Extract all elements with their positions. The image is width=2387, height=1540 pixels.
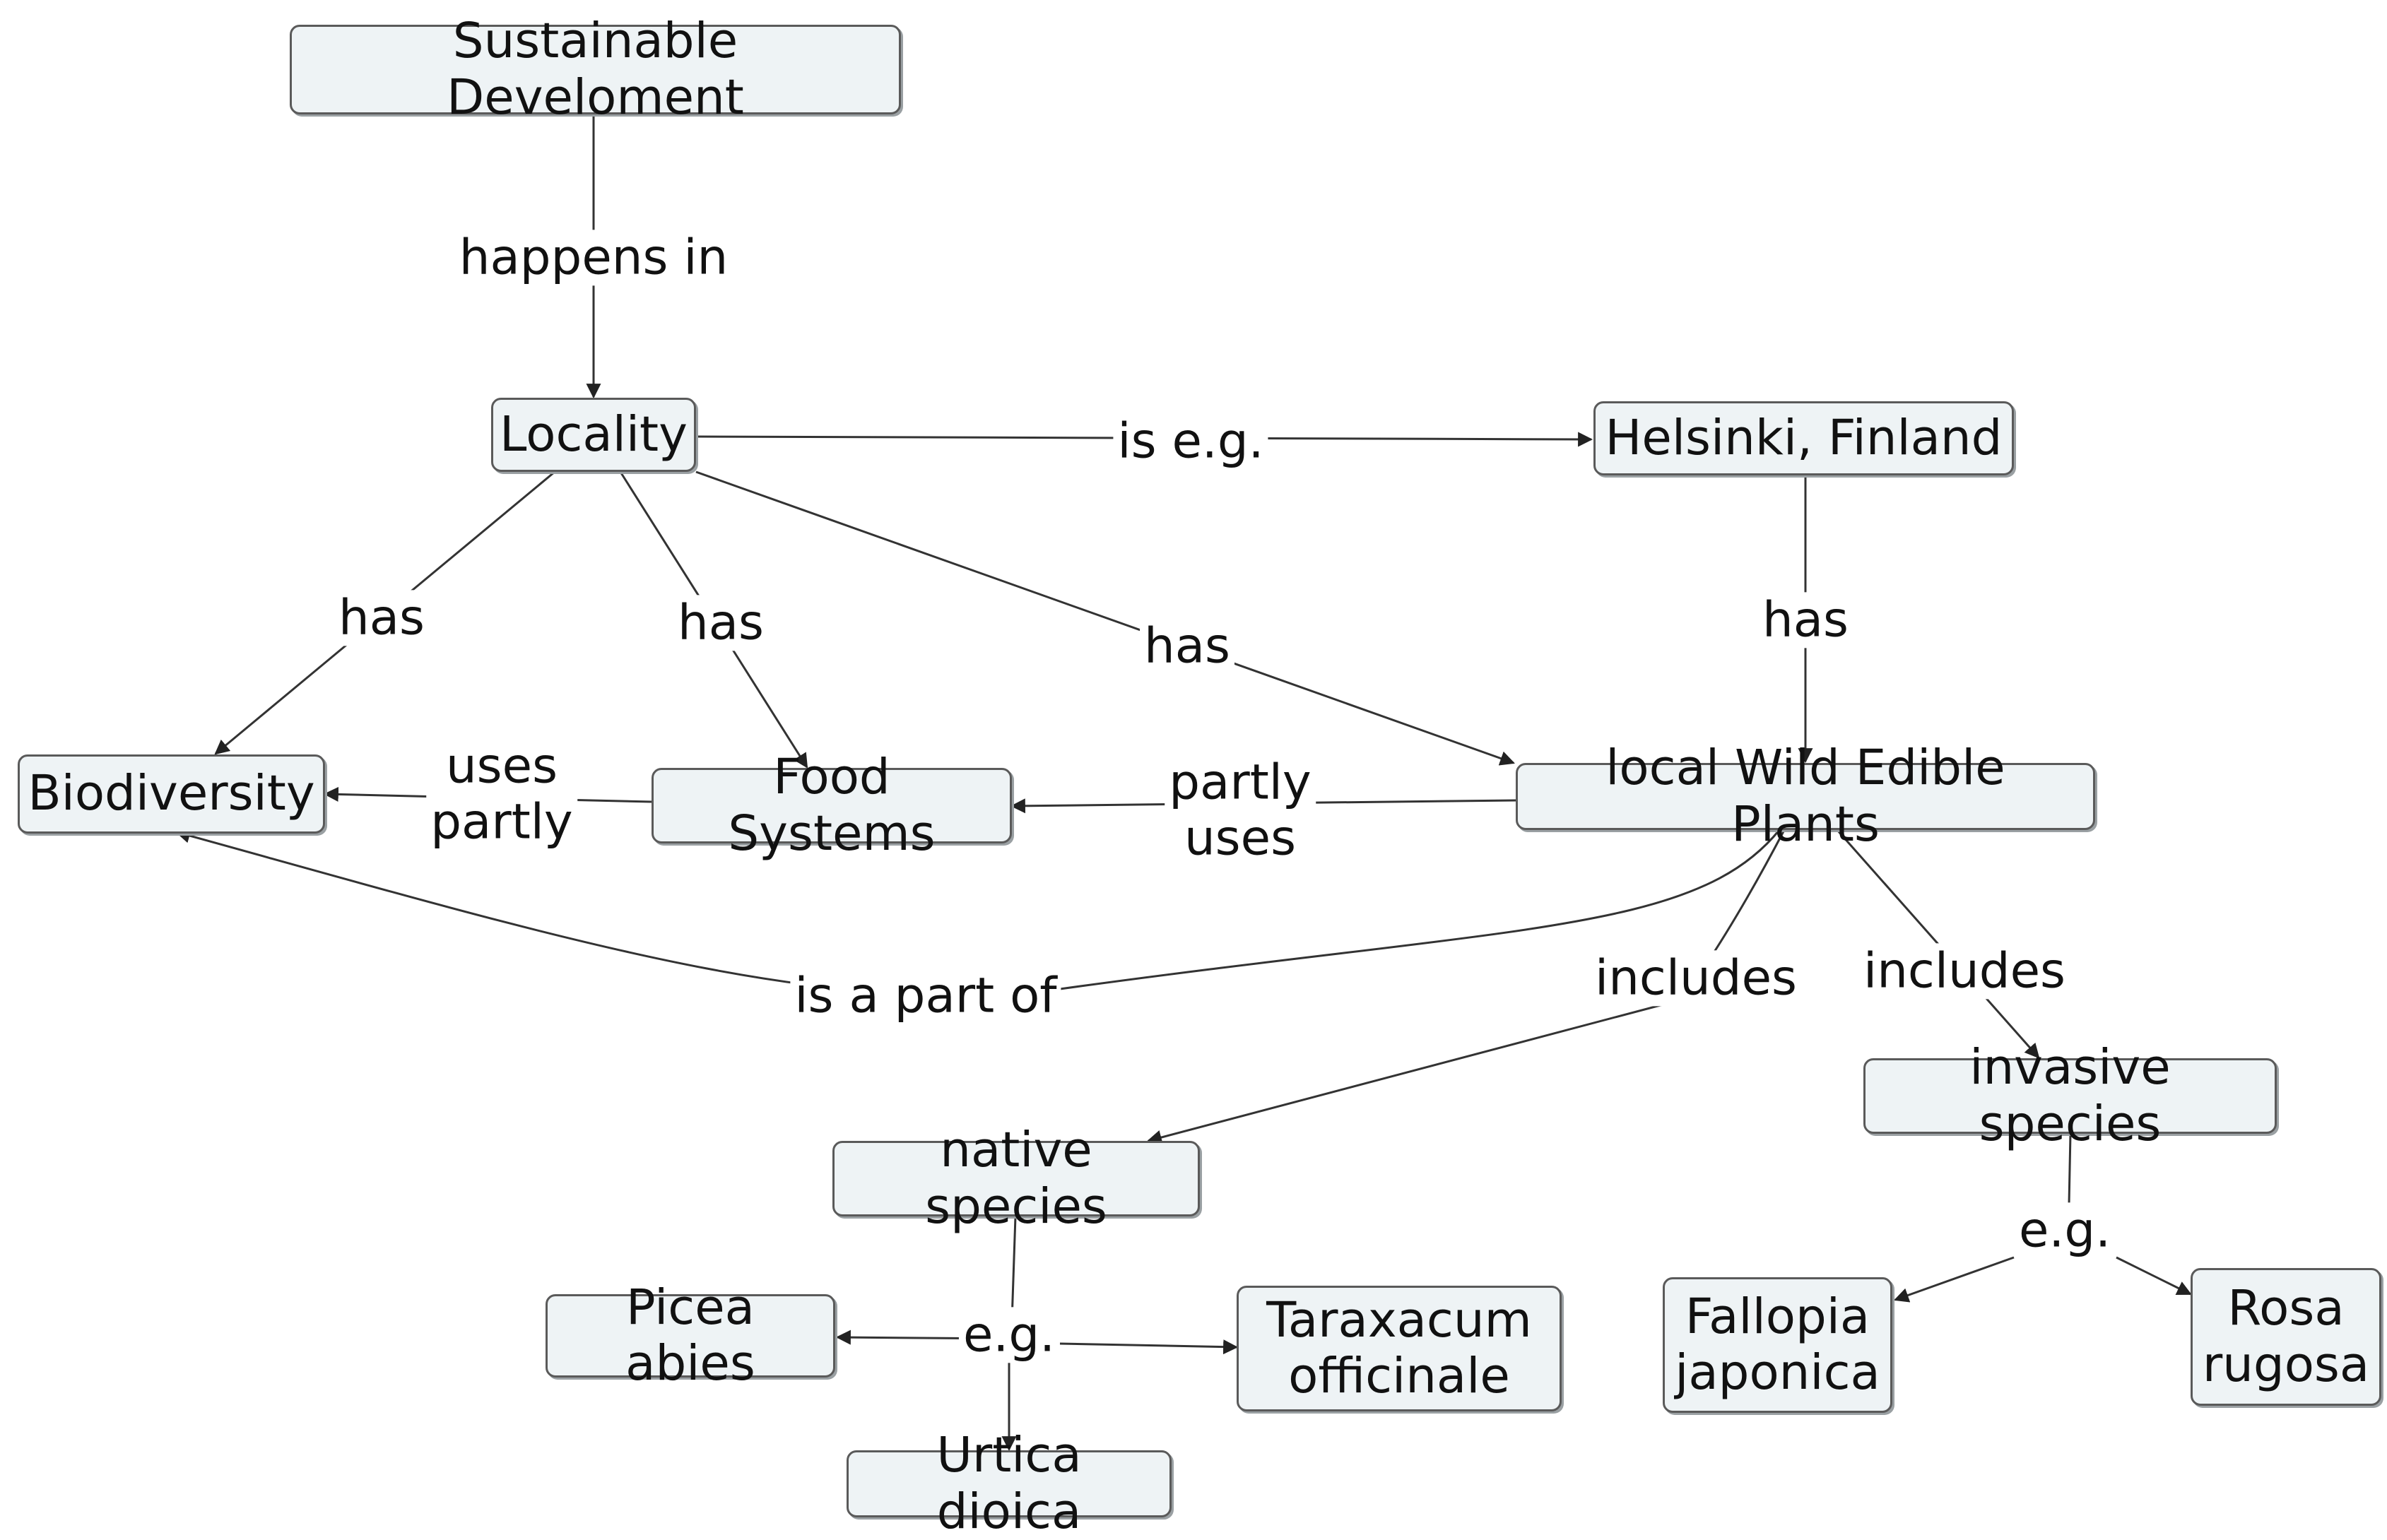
label-uses-partly: uses partly [426, 738, 577, 851]
label-eg-invasive: e.g. [2014, 1202, 2116, 1259]
node-sustainable-development: Sustainable Develoment [290, 13, 901, 125]
label-is-a-part-of: is a part of [790, 967, 1061, 1024]
label-includes-invasive: includes [1859, 942, 2070, 1000]
edge-eg-native-taraxacum [1059, 1339, 1239, 1355]
edge-eg-native-stem [1010, 1216, 1017, 1322]
node-rosa-rugosa: Rosa rugosa [2191, 1268, 2381, 1406]
node-local-wild-edible-plants: local Wild Edible Plants [1516, 740, 2095, 852]
label-is-eg: is e.g. [1113, 413, 1268, 470]
node-invasive-species: invasive species [1863, 1039, 2277, 1151]
label-has-biodiversity: has [334, 589, 429, 646]
node-locality: Locality [491, 398, 696, 472]
node-fallopia-japonica: Fallopia japonica [1663, 1277, 1892, 1413]
node-helsinki-finland: Helsinki, Finland [1593, 401, 2014, 475]
label-happens-in: happens in [454, 229, 733, 286]
label-has-food-systems: has [673, 594, 768, 651]
label-eg-native: e.g. [958, 1306, 1060, 1363]
edge-eg-invasive-stem [2068, 1133, 2072, 1205]
label-has-wild-edible: has [1140, 617, 1234, 675]
node-taraxacum-officinale: Taraxacum officinale [1237, 1286, 1562, 1411]
label-partly-uses: partly uses [1165, 754, 1316, 867]
node-urtica-dioica: Urtica dioica [847, 1427, 1172, 1539]
label-helsinki-has: has [1758, 591, 1853, 648]
node-picea-abies: Picea abies [546, 1279, 835, 1392]
node-biodiversity: Biodiversity [18, 754, 325, 834]
node-food-systems: Food Systems [652, 749, 1012, 861]
edge-eg-invasive-rosa [2116, 1256, 2192, 1296]
edge-has-wild [695, 470, 1515, 766]
edge-eg-invasive-fallopia [1894, 1256, 2015, 1303]
node-native-species: native species [832, 1122, 1200, 1234]
label-includes-native: includes [1591, 949, 1801, 1007]
